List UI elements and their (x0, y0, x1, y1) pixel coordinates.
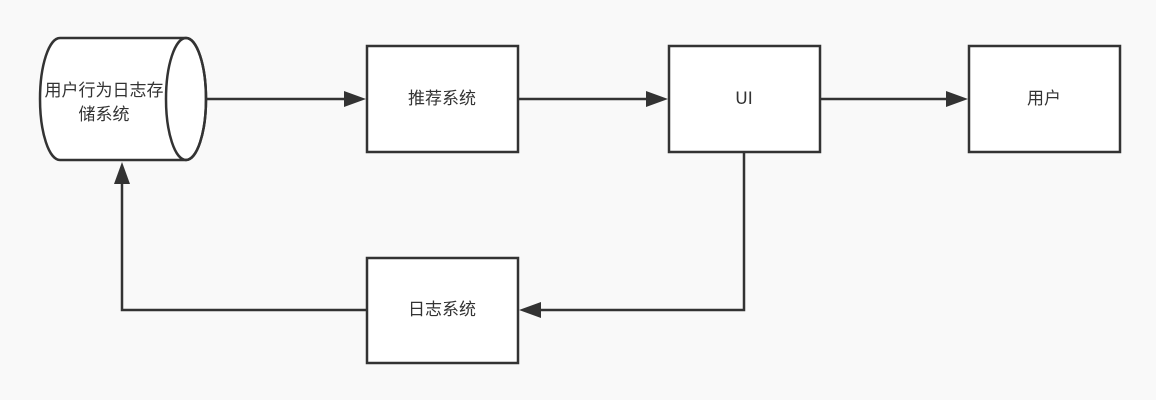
log-system-label: 日志系统 (408, 300, 476, 320)
node-ui: UI (667, 44, 822, 154)
node-user: 用户 (967, 44, 1122, 154)
edge-log-system-to-storage (114, 162, 367, 312)
storage-label-line1: 用户行为日志存 (45, 81, 164, 101)
edge-ui-to-user (820, 91, 968, 107)
storage-label-line2: 储系统 (79, 105, 130, 125)
recommender-label: 推荐系统 (408, 89, 476, 109)
ui-label: UI (735, 89, 752, 109)
user-label: 用户 (1027, 89, 1061, 109)
edge-ui-to-log-system (519, 152, 746, 318)
node-behavior-log-storage: 用户行为日志存 储系统 (38, 36, 208, 162)
edge-recommender-to-ui (518, 91, 668, 107)
edge-storage-to-recommender (206, 91, 366, 107)
node-recommender-system: 推荐系统 (365, 44, 520, 154)
node-log-system: 日志系统 (365, 256, 520, 365)
